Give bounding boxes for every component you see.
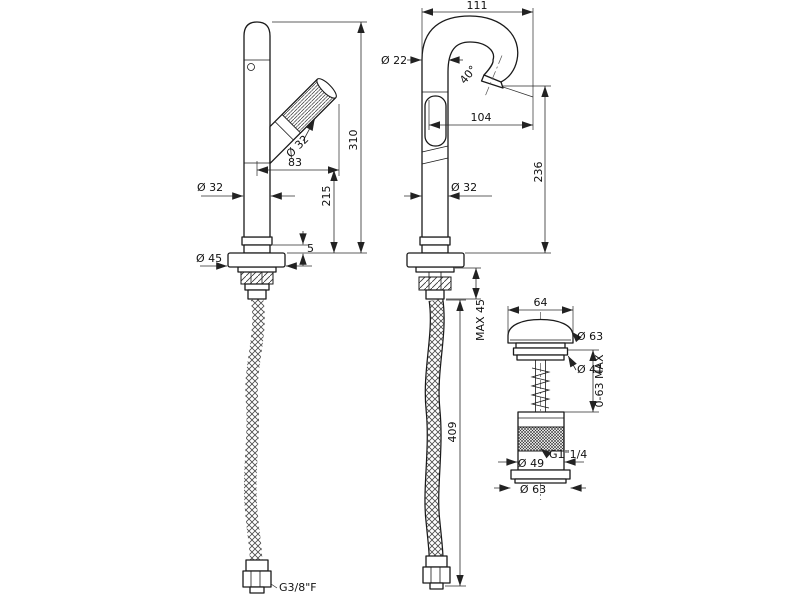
- dim-front-plate-thickness-group: 5: [273, 231, 314, 266]
- dim-front-total-height-group: 310: [272, 21, 367, 254]
- dim-front-body-diameter: Ø 32: [197, 181, 223, 194]
- side-spout-tip: [480, 74, 504, 89]
- dim-front-base-diameter-group: Ø 45: [196, 252, 312, 270]
- side-base: [406, 236, 465, 268]
- dim-front-handle-reach: 83: [288, 156, 302, 169]
- waste-stem-spring: [530, 358, 551, 412]
- dim-waste-body-diameter: Ø 49: [518, 457, 544, 470]
- front-view: Ø 32 83 Ø 32 215 310 5: [196, 21, 367, 594]
- dim-waste-thread-group: G1"1/4: [540, 448, 587, 461]
- dim-side-outlet-height-group: 236: [465, 85, 551, 254]
- front-handle-endcap: [316, 78, 337, 99]
- dim-front-base-diameter: Ø 45: [196, 252, 222, 265]
- dim-side-top-projection-group: 111: [421, 0, 534, 130]
- dim-waste-body-diameter-group: Ø 49: [498, 457, 584, 470]
- side-hose-connector: [422, 555, 451, 590]
- dim-waste-travel-group: 0-63 MAX: [564, 349, 606, 413]
- dim-waste-travel: 0-63 MAX: [593, 354, 606, 407]
- dim-side-max-deck-group: MAX 45: [446, 267, 487, 341]
- dim-waste-cap-width-group: 64: [507, 296, 574, 334]
- dim-hose-thread: G3/8"F: [279, 581, 317, 594]
- dim-side-spout-diameter: Ø 22: [381, 54, 407, 67]
- dim-side-spout-diameter-group: Ø 22: [381, 54, 463, 67]
- dim-side-spout-reach-group: 104: [428, 100, 533, 130]
- side-faucet-body: [421, 15, 519, 238]
- side-view: 111 Ø 22 40° 104 236 Ø 32 MA: [270, 0, 551, 594]
- dim-waste-thread: G1"1/4: [549, 448, 587, 461]
- dim-front-plate-thickness: 5: [307, 242, 314, 255]
- dim-side-hose-length-group: 409: [445, 299, 466, 587]
- dim-side-top-projection: 111: [467, 0, 488, 12]
- dim-waste-flange-diameter-group: Ø 63: [494, 483, 586, 496]
- side-handle-lever: [424, 95, 447, 147]
- dim-side-outlet-height: 236: [532, 162, 545, 183]
- dim-front-total-height: 310: [347, 130, 360, 151]
- front-handle: [269, 78, 337, 165]
- dim-waste-cap-diameter: Ø 63: [577, 330, 603, 343]
- dim-side-body-diameter: Ø 32: [451, 181, 477, 194]
- dim-side-spout-reach: 104: [471, 111, 492, 124]
- waste-view: 64 Ø 63 Ø 41 0-63 MAX G1"1/4 Ø 49 Ø: [494, 296, 606, 500]
- dim-front-body-diameter-group: Ø 32: [197, 181, 295, 200]
- dim-front-handle-reach-group: 83: [256, 104, 340, 176]
- dim-waste-cap-width: 64: [534, 296, 548, 309]
- dim-side-body-diameter-group: Ø 32: [404, 181, 492, 200]
- front-faucet-body: [243, 21, 271, 238]
- front-supply-hose: [243, 297, 265, 561]
- front-base: [227, 236, 286, 268]
- dim-waste-flange-diameter: Ø 63: [520, 483, 546, 496]
- front-mounting-hardware: [237, 266, 277, 300]
- waste-body: [510, 411, 571, 484]
- spout-axis-centerline: [485, 55, 503, 96]
- dim-side-hose-length: 409: [446, 422, 459, 443]
- dim-waste-cap-diameter-group: Ø 63: [571, 330, 603, 343]
- side-supply-hose: [424, 298, 445, 557]
- dim-front-upper-height: 215: [320, 186, 333, 207]
- front-hose-connector: [242, 559, 272, 594]
- waste-cap: [507, 318, 574, 361]
- dim-side-max-deck: MAX 45: [474, 299, 487, 341]
- dim-hose-thread-group: G3/8"F: [270, 581, 317, 594]
- dim-front-upper-height-group: 215: [320, 170, 338, 253]
